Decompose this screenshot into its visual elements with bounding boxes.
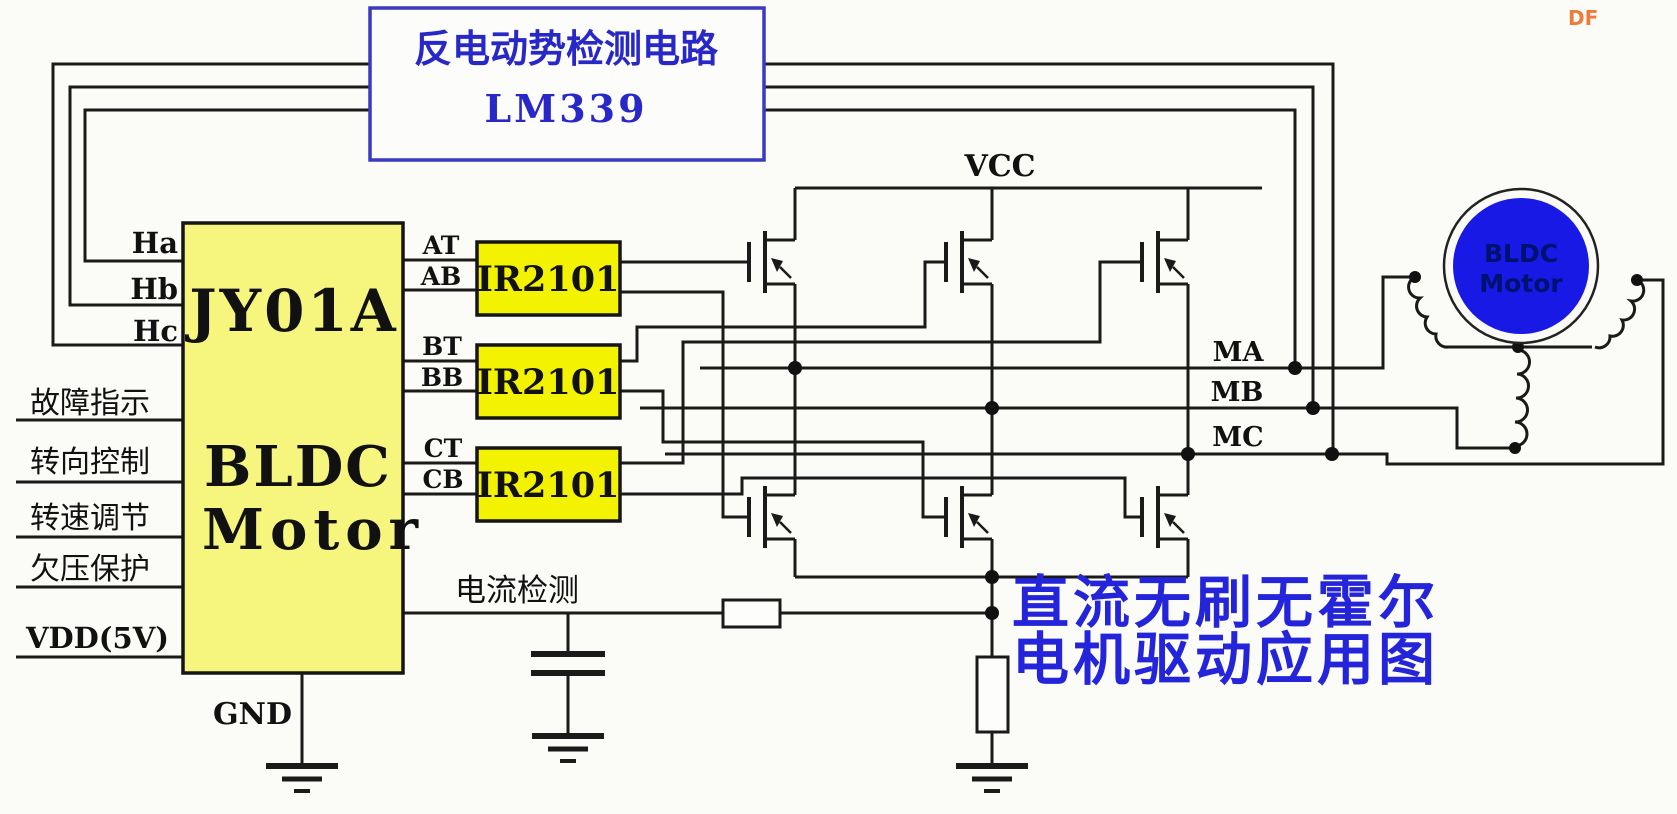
label-undervoltage: 欠压保护 [30, 552, 150, 587]
labels: Ha Hb Hc 故障指示 转向控制 转速调节 欠压保护 VDD(5V) GND… [25, 149, 1264, 732]
motor-label-line2: Motor [1479, 269, 1563, 298]
label-hall-a: Ha [132, 226, 178, 260]
bemf-part-number: LM339 [484, 86, 647, 131]
wire-gate-a-bottom [620, 290, 749, 519]
gate-driver-1-label: IR2101 [477, 259, 620, 300]
label-bb: BB [421, 363, 463, 392]
gate-driver-2-label: IR2101 [477, 362, 620, 403]
ground-symbol-chip [266, 766, 338, 791]
ground-symbol-shunt [956, 766, 1028, 791]
controller-name-line1: BLDC [204, 434, 392, 500]
label-at: AT [422, 231, 460, 260]
wire-gate-c-bottom [620, 476, 1142, 519]
label-bt: BT [422, 332, 462, 361]
label-hall-c: Hc [133, 314, 178, 348]
label-speed: 转速调节 [30, 501, 150, 536]
mosfet-a-high-icon [747, 229, 797, 295]
junction-dots [788, 271, 1643, 620]
sense-resistor-horizontal [721, 598, 782, 629]
label-cb: CB [422, 465, 463, 494]
wire-hall-b-to-phase-b-sense [68, 85, 1315, 408]
label-ab: AB [420, 262, 462, 291]
label-ct: CT [424, 434, 463, 463]
label-vdd: VDD(5V) [25, 621, 169, 655]
mosfet-b-low-icon [944, 484, 994, 550]
mosfet-b-high-icon [944, 229, 994, 295]
mosfet-c-high-icon [1140, 229, 1190, 295]
wire-phase-mb [640, 406, 1515, 450]
caption-line2: 电机驱动应用图 [1012, 627, 1439, 693]
label-hall-b: Hb [130, 272, 178, 306]
gate-driver-3-label: IR2101 [477, 465, 620, 506]
winding-phase-a-coil [1407, 275, 1449, 349]
bldc-motor-symbol: BLDC Motor [1442, 187, 1600, 345]
ground-symbol-capacitor [532, 736, 604, 761]
wire-gate-c-top [620, 260, 1142, 465]
motor-label-line1: BLDC [1484, 239, 1558, 268]
bemf-title: 反电动势检测电路 [414, 27, 719, 71]
wire-phase-mc [665, 278, 1665, 466]
mosfet-a-low-icon [747, 484, 797, 550]
gate-driver-2: IR2101 [475, 343, 622, 420]
wire-gate-b-top [620, 260, 946, 363]
label-direction: 转向控制 [30, 445, 150, 480]
wire-phase-ma [700, 275, 1415, 370]
bemf-detector-box: 反电动势检测电路 LM339 [368, 6, 766, 162]
label-fault: 故障指示 [30, 386, 150, 421]
label-vcc: VCC [963, 149, 1035, 184]
label-current-sense: 电流检测 [455, 573, 579, 609]
wire-hall-c-to-phase-c-sense [51, 62, 1335, 454]
motor-windings [1407, 275, 1646, 448]
label-phase-mb: MB [1211, 377, 1264, 408]
wire-gate-b-bottom [620, 389, 946, 519]
wire-hall-a-to-phase-a-sense [83, 108, 1297, 368]
gate-driver-3: IR2101 [475, 446, 622, 523]
shunt-resistor-vertical [975, 655, 1010, 734]
controller-name-line2: Motor [202, 497, 424, 563]
label-phase-ma: MA [1213, 337, 1265, 368]
watermark-logo: DF [1568, 6, 1598, 30]
winding-phase-c-coil [1594, 278, 1646, 350]
winding-phase-b-coil [1514, 348, 1531, 448]
mosfet-c-low-icon [1140, 484, 1190, 550]
label-phase-mc: MC [1212, 422, 1263, 453]
caption-line1: 直流无刷无霍尔 [1012, 570, 1439, 636]
controller-part: JY01A [184, 277, 399, 345]
controller-chip: JY01A BLDC Motor [181, 221, 424, 675]
label-gnd: GND [213, 697, 292, 732]
gate-driver-1: IR2101 [475, 240, 622, 317]
caption: 直流无刷无霍尔 电机驱动应用图 [1012, 570, 1439, 693]
filter-capacitor [531, 651, 605, 676]
